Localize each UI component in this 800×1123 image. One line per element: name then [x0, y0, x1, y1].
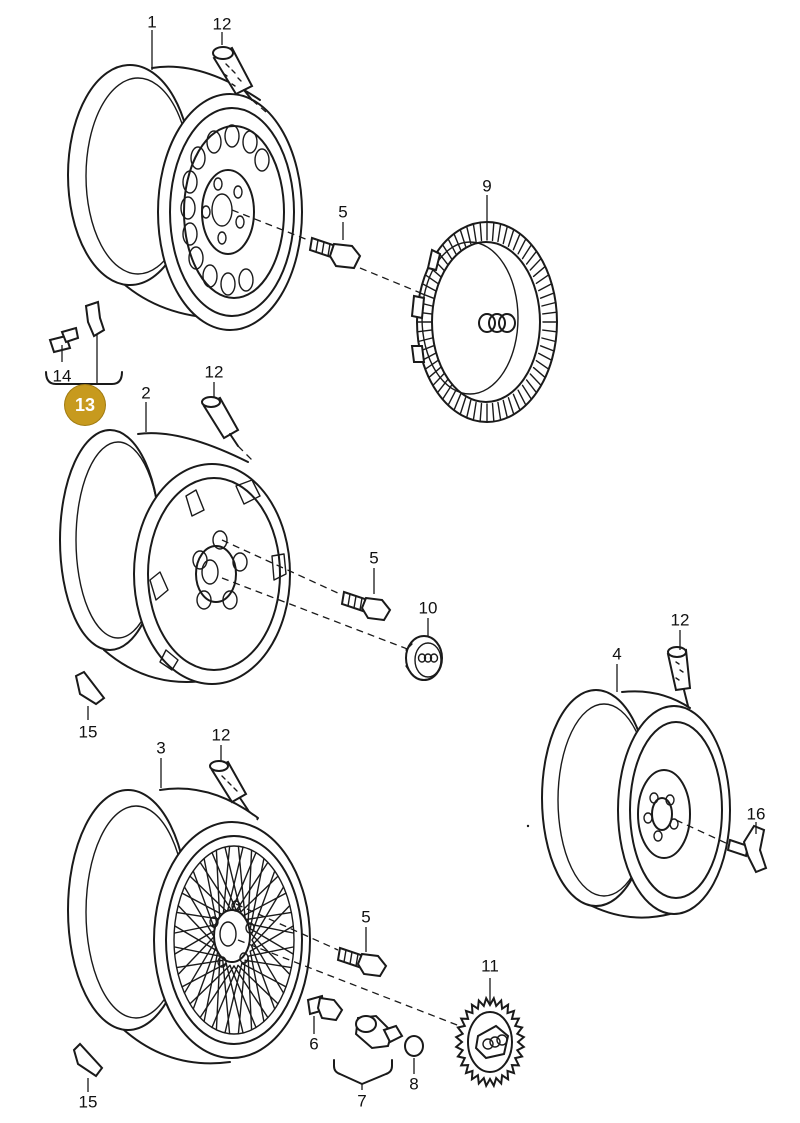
center-cap-10: [405, 635, 443, 681]
callout-5-bottom: 5: [361, 907, 371, 927]
callout-3: 3: [156, 738, 166, 758]
callout-10: 10: [418, 598, 438, 618]
callout-5-top: 5: [338, 202, 348, 222]
dash-bolt-16: [675, 819, 729, 845]
wheel-weight-15-mid: [74, 670, 106, 706]
leader-12c-dash: [247, 809, 259, 821]
callout-15-bottom: 15: [78, 1092, 98, 1112]
callout-5-mid: 5: [369, 548, 379, 568]
wheel-bolt-5-bottom: [336, 946, 388, 978]
bracket-7: [333, 1059, 393, 1085]
dash-cap-9: [359, 267, 429, 297]
callout-9: 9: [482, 176, 492, 196]
callout-7: 7: [357, 1091, 367, 1111]
callout-6: 6: [309, 1034, 319, 1054]
dash-bolt-5c: [235, 903, 339, 951]
balance-weight-clips-13-14: [45, 300, 123, 388]
dash-bolt-5a: [231, 209, 309, 241]
callout-12-bottom: 12: [211, 725, 231, 745]
leader-12b-dash: [237, 445, 253, 461]
callout-1: 1: [147, 12, 157, 32]
callout-16: 16: [746, 804, 766, 824]
full-hubcap-9: [410, 221, 558, 423]
lock-bolt-6: [306, 994, 344, 1022]
callout-13-highlight-badge[interactable]: 13: [65, 385, 105, 425]
valve-stem-12-top: [212, 46, 254, 101]
leader-12a-dash: [251, 99, 267, 113]
callout-11: 11: [481, 956, 499, 976]
callout-12-spare: 12: [670, 610, 690, 630]
wheel-3-crossspoke: [67, 787, 311, 1065]
callout-4: 4: [612, 644, 622, 664]
valve-stem-12-bottom: [209, 760, 249, 811]
callout-12-mid: 12: [204, 362, 224, 382]
wheel-2-alloy: [59, 429, 291, 685]
callout-8: 8: [409, 1074, 419, 1094]
cap-8: [404, 1035, 424, 1057]
dash-cap-11: [237, 939, 471, 1031]
wheel-1-steel-slotted: [67, 64, 303, 331]
wheel-bolt-5-top: [308, 236, 362, 270]
wheel-weight-15-bottom: [72, 1042, 104, 1078]
center-cap-11: [454, 995, 526, 1089]
wheel-bolt-5-mid: [340, 590, 392, 622]
callout-14: 14: [52, 366, 72, 386]
callout-2: 2: [141, 383, 151, 403]
dash-bolt-5b: [221, 539, 341, 595]
lock-adapter-key-7: [354, 1014, 404, 1050]
callout-15-mid: 15: [78, 722, 98, 742]
valve-stem-12-mid: [201, 396, 240, 447]
wheel-4-spare: [541, 689, 731, 919]
valve-stem-12-spare: [666, 646, 692, 707]
callout-12-top: 12: [212, 14, 232, 34]
wing-bolt-16: [726, 824, 768, 874]
dash-cap-10: [221, 577, 411, 651]
dot-mark: [526, 824, 530, 828]
